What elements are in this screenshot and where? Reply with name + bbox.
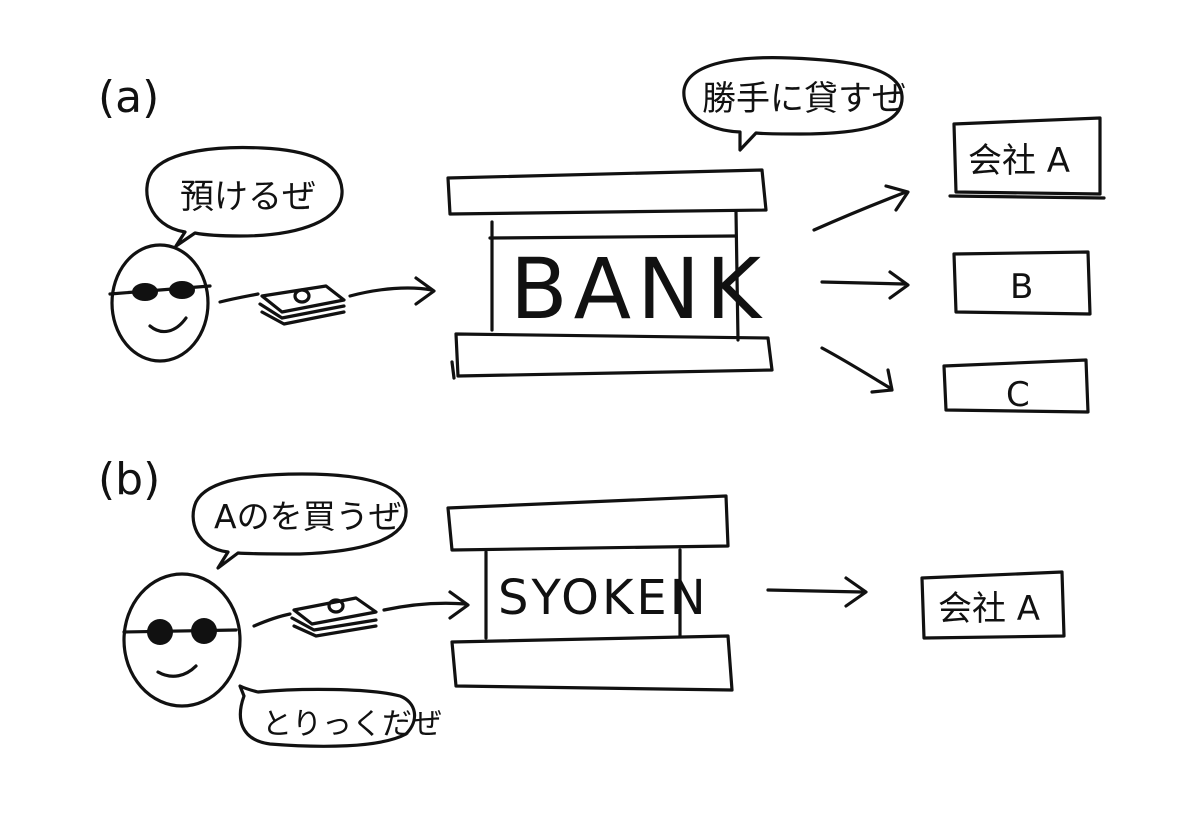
broker-building: SYOKEN [446,494,734,692]
company-box-b-section: 会社 A [920,570,1066,640]
depositor-speech-bubble: 預けるぜ [145,145,344,248]
section-a-label: (a) [98,72,159,123]
company-a-label: 会社 A [968,141,1070,181]
bank-speech-bubble: 勝手に貸すぜ [682,56,906,152]
bank-label: BANK [510,240,767,338]
arrow-right-icon [348,276,436,306]
company-b-label: B [1010,267,1033,307]
sunglasses-face-icon [108,243,212,363]
banknote-stack-icon [290,596,378,638]
bank-speech-text: 勝手に貸すぜ [702,79,906,119]
risk-speech-text: とりっくだぜ [262,707,442,742]
arrow-right-icon [812,184,910,232]
flow-line-depositor-money [218,292,260,304]
broker-label: SYOKEN [498,570,709,626]
sunglasses-face-icon [122,572,242,708]
flow-line-buyer-money [252,612,292,628]
company-c-label: C [1006,375,1030,415]
section-b-label: (b) [98,454,160,505]
bank-building: BANK [446,168,774,380]
company-box-b: B [952,250,1092,316]
arrow-right-icon [820,270,910,300]
company-box-a: 会社 A [948,116,1106,200]
buyer-speech-text: Aのを買うぜ [214,497,402,536]
depositor-speech-text: 預けるぜ [180,177,316,217]
buyer-speech-bubble: Aのを買うぜ [191,472,408,570]
arrow-right-icon [766,576,868,608]
risk-speech-bubble: とりっくだぜ [238,684,442,748]
banknote-stack-icon [258,284,346,326]
company-b-section-label: 会社 A [938,589,1040,629]
arrow-right-icon [820,346,894,394]
company-box-c: C [942,358,1090,415]
arrow-right-icon [382,590,470,620]
